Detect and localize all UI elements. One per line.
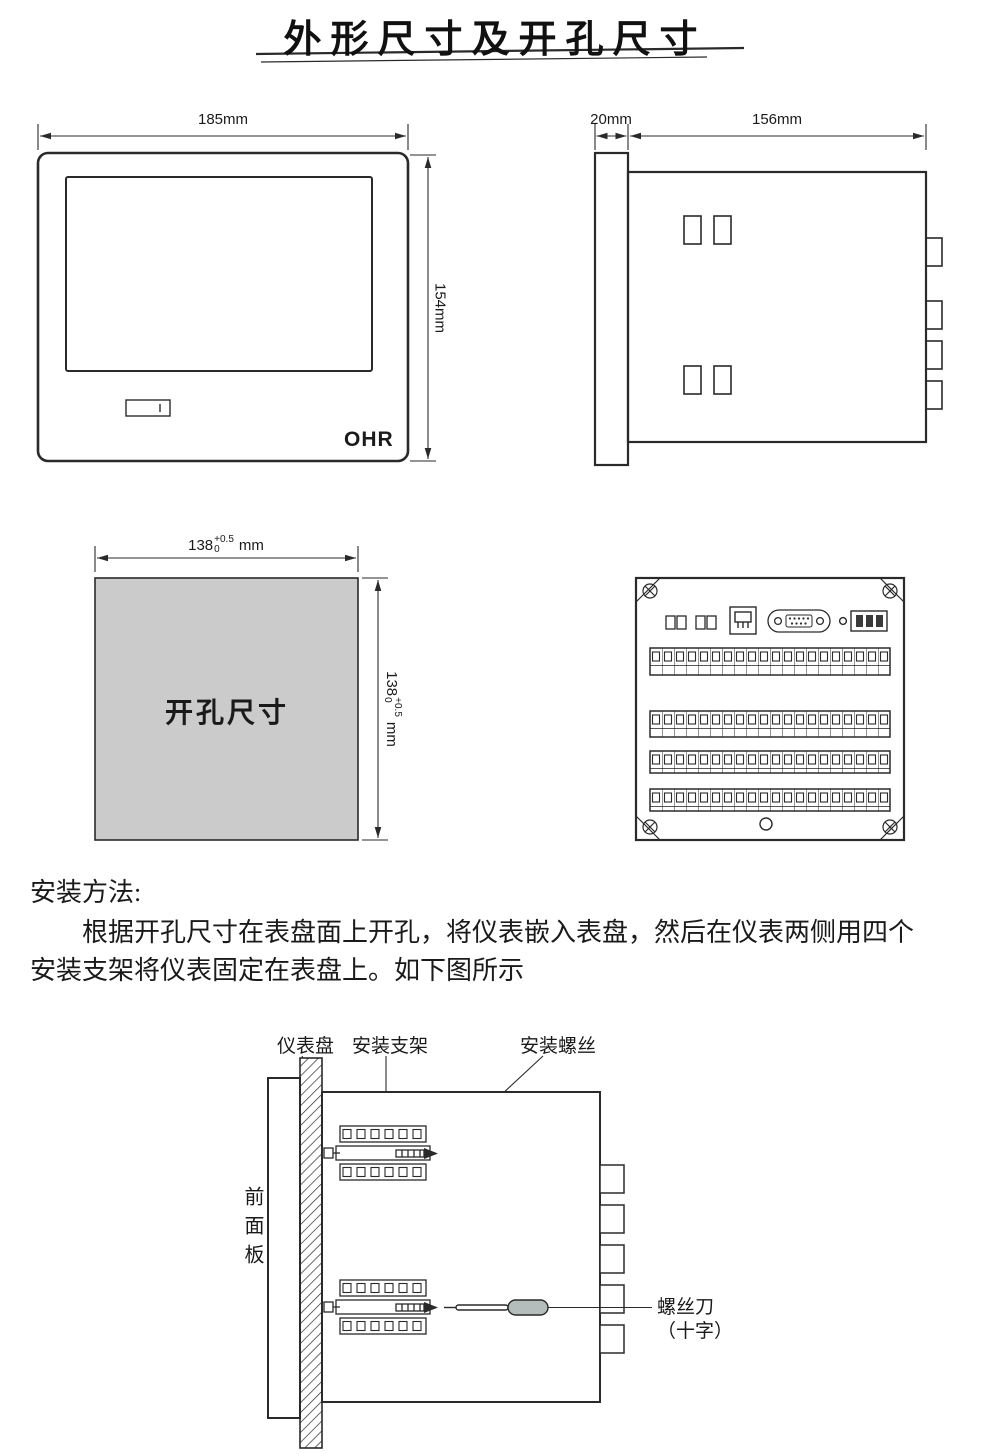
screwdriver-type-label: （十字）	[657, 1321, 734, 1342]
power-terminal	[838, 610, 888, 632]
ohr-logo: OHR	[344, 428, 394, 451]
mounting-screw-tip-bottom	[424, 1302, 438, 1313]
rear-view	[634, 576, 906, 842]
screwdriver-shaft	[455, 1304, 509, 1311]
terminal-strips	[649, 647, 891, 812]
bracket-label: 安装支架	[352, 1036, 429, 1057]
front-bezel	[267, 1077, 301, 1419]
side-inner-blocks	[683, 215, 732, 395]
panel-label: 仪表盘	[277, 1036, 335, 1057]
side-depth-label: 20mm	[590, 111, 632, 128]
install-method-heading: 安装方法:	[30, 878, 142, 907]
body-terminal-tabs	[599, 1164, 625, 1354]
cutout-width-unit: mm	[238, 536, 264, 554]
screwdriver-label-group: 螺丝刀 （十字）	[657, 1296, 733, 1344]
cutout-width-tol-plus: +0.5	[214, 534, 234, 545]
side-view	[593, 124, 943, 467]
instrument-body	[321, 1091, 601, 1403]
cutout-height-tol-plus: +0.5	[392, 697, 403, 717]
rear-corner-screws	[635, 577, 905, 841]
cutout-width-dimension	[94, 546, 359, 572]
cutout-drawing	[94, 546, 388, 841]
front-latch	[125, 399, 171, 417]
rear-outline	[634, 576, 906, 842]
cutout-width-value: 138	[188, 536, 214, 554]
mounting-bracket-bottom	[323, 1279, 438, 1335]
install-method-text: 根据开孔尺寸在表盘面上开孔，将仪表嵌入表盘，然后在仪表两侧用四个安装支架将仪表固…	[30, 918, 915, 985]
rear-dip-switches	[665, 615, 717, 630]
front-width-dimension	[37, 124, 409, 150]
side-depth-dimension	[594, 124, 629, 150]
front-screen	[65, 176, 373, 372]
side-width-dimension	[630, 124, 927, 150]
front-height-dimension	[410, 154, 436, 462]
cutout-height-unit: mm	[383, 721, 401, 747]
side-width-label: 156mm	[751, 111, 803, 128]
side-terminal-tabs	[925, 237, 943, 410]
screwdriver	[444, 1299, 549, 1316]
screwdriver-handle	[507, 1299, 549, 1316]
cutout-width-tolerance: +0.5 0	[214, 535, 234, 555]
cutout-height-value: 138	[383, 671, 401, 697]
title-underline	[255, 46, 745, 63]
rear-bottom-hole	[759, 817, 773, 831]
mounting-panel-hatched	[299, 1057, 323, 1449]
cutout-height-tolerance: +0.5 0	[382, 697, 403, 717]
front-outline	[36, 151, 410, 463]
front-width-label: 185mm	[197, 111, 249, 128]
side-body	[626, 170, 928, 444]
cutout-height-tol-minus: 0	[382, 697, 393, 703]
mounting-screw-tip-top	[424, 1148, 438, 1159]
installation-diagram	[267, 1055, 652, 1449]
front-height-label: 154mm	[431, 282, 449, 334]
side-bezel	[593, 151, 630, 467]
mounting-bracket-top	[323, 1125, 438, 1181]
cutout-height-dimension	[362, 577, 388, 841]
screw-label: 安装螺丝	[520, 1036, 597, 1057]
db9-port	[767, 609, 831, 633]
front-panel-label: 前面板	[241, 1186, 263, 1273]
cutout-label: 开孔尺寸	[164, 698, 290, 729]
cutout-width-dim-label: 138 +0.5 0 mm	[188, 535, 264, 555]
screwdriver-label: 螺丝刀	[657, 1297, 715, 1318]
front-view	[36, 124, 436, 463]
cutout-width-tol-minus: 0	[214, 544, 220, 555]
cutout-height-dim-label: 138 +0.5 0 mm	[382, 671, 403, 747]
page-title: 外形尺寸及开孔尺寸	[283, 19, 707, 61]
rj45-port	[729, 606, 757, 635]
cutout-square	[94, 577, 359, 841]
